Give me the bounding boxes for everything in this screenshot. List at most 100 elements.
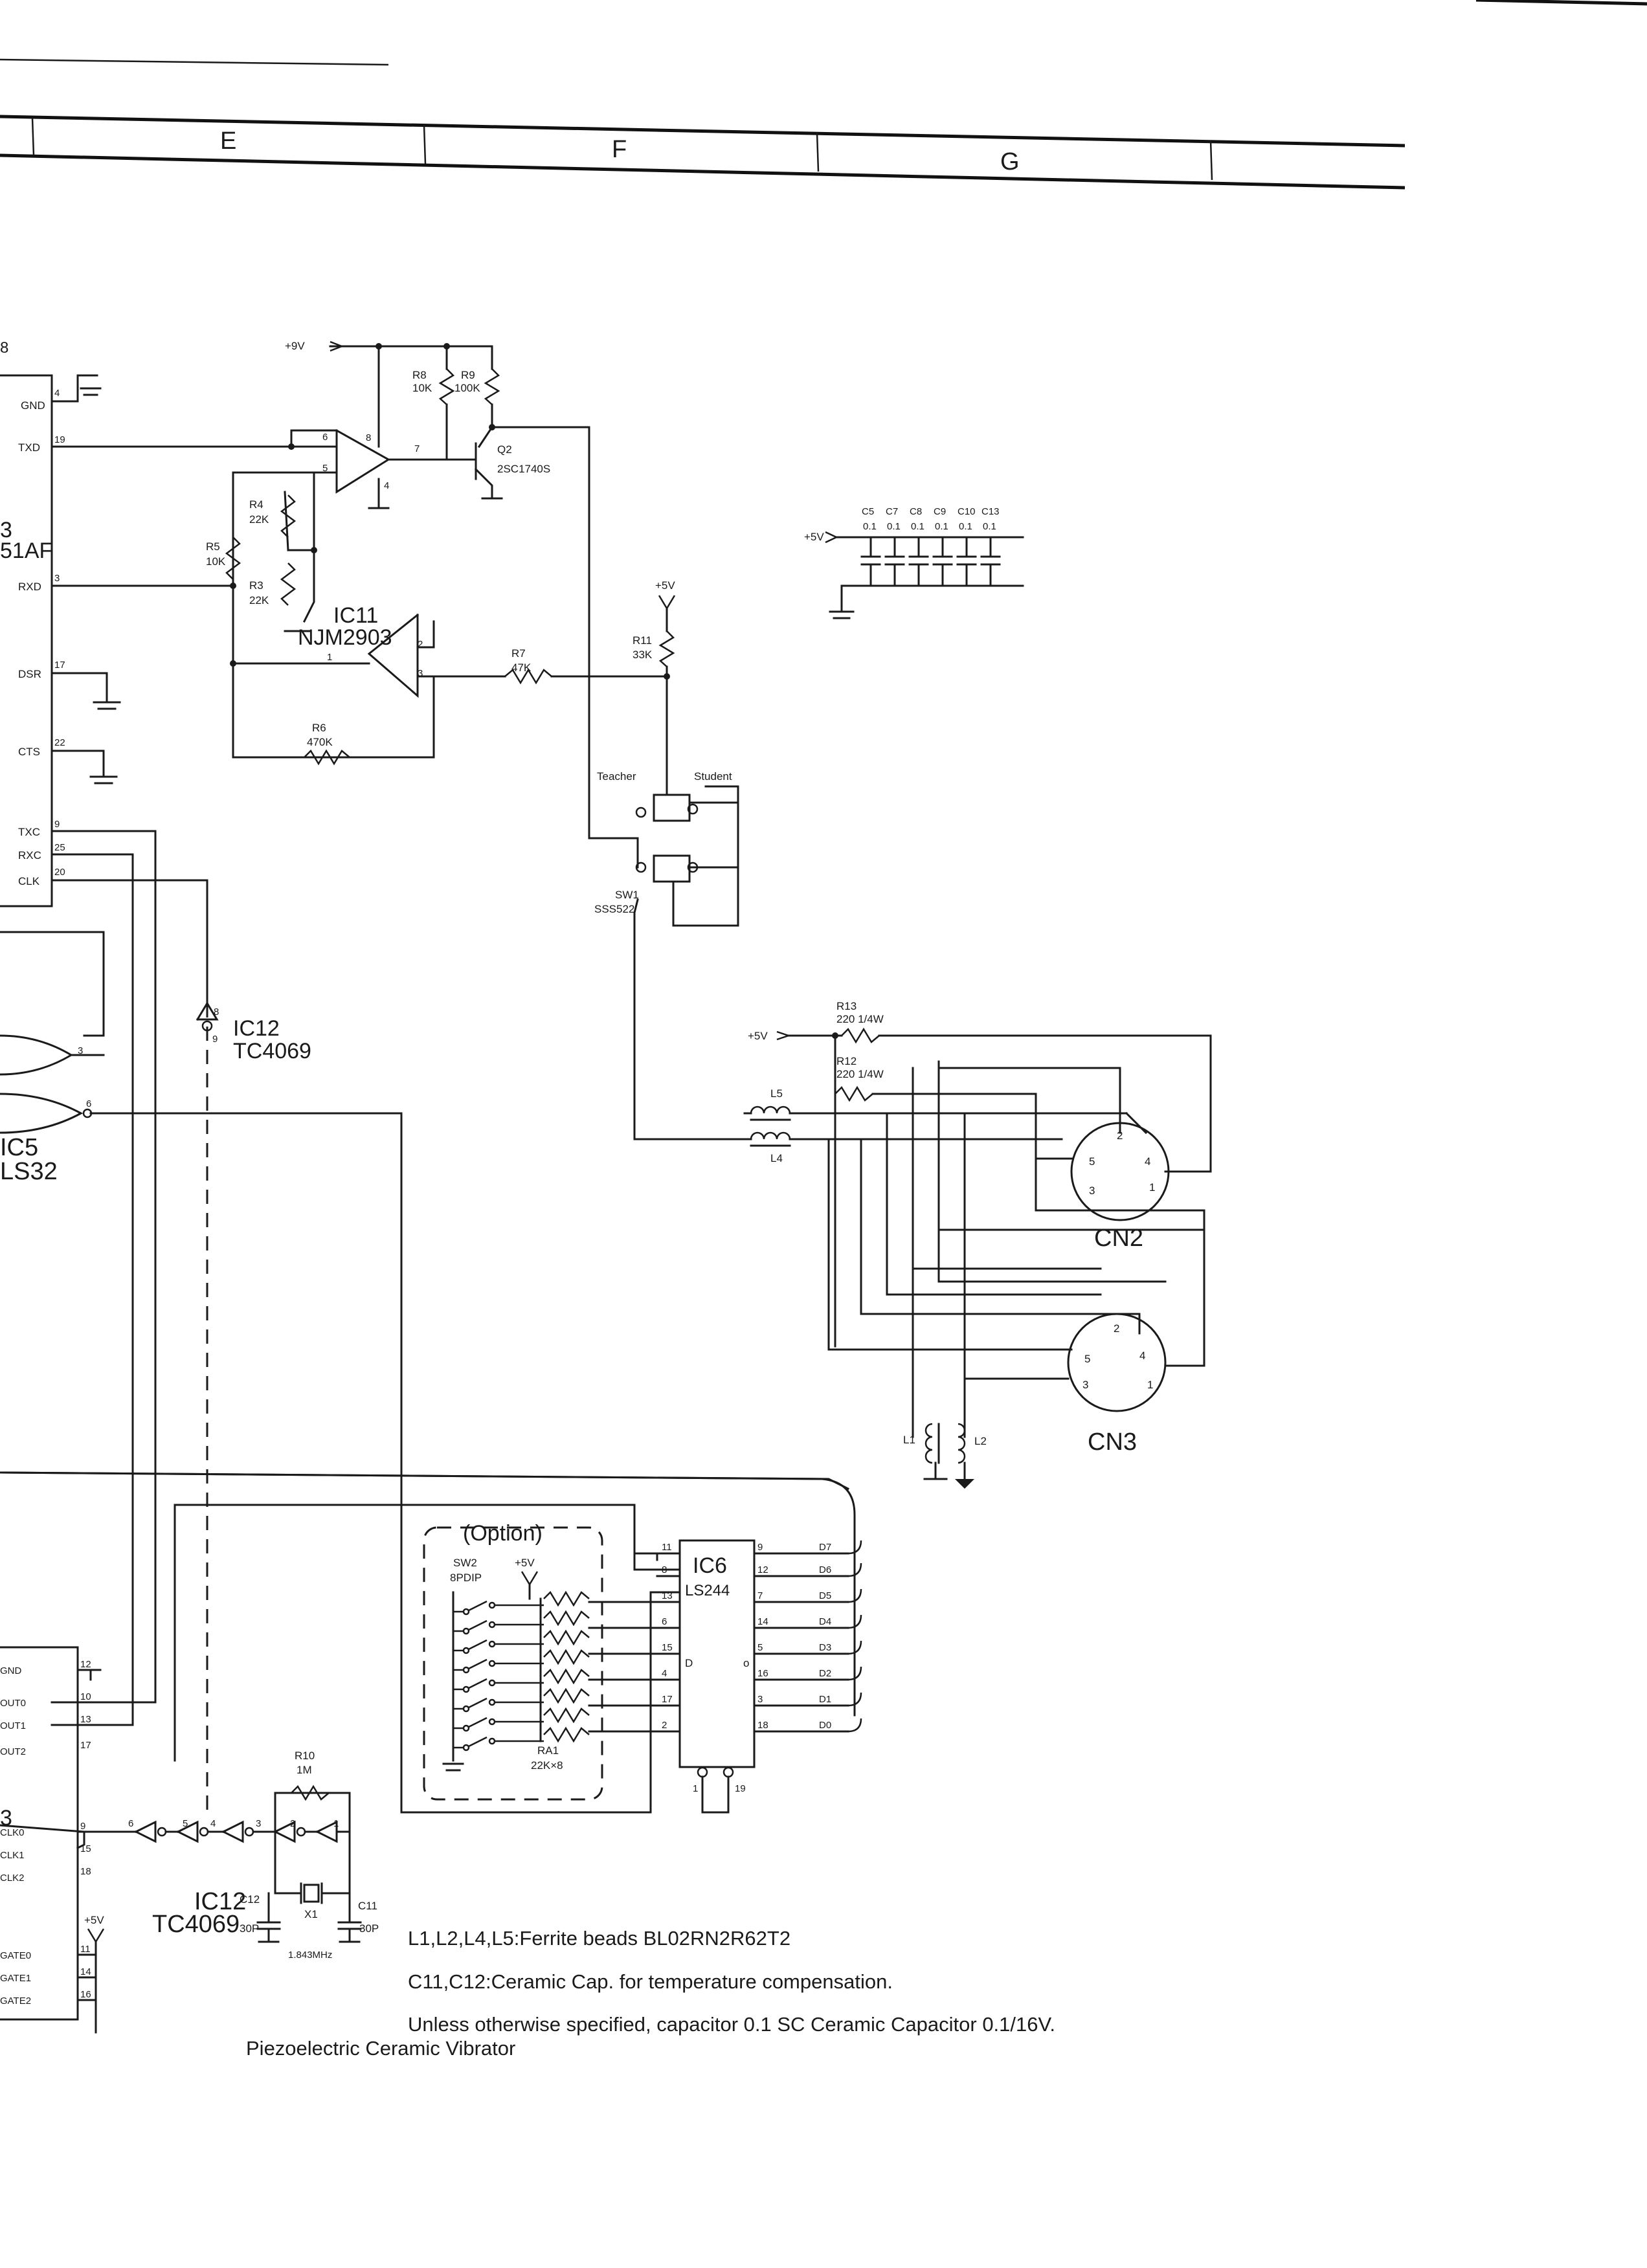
note-ferrite: L1,L2,L4,L5:Ferrite beads BL02RN2R62T2 xyxy=(408,1927,790,1950)
svg-text:5: 5 xyxy=(183,1818,188,1829)
svg-text:16: 16 xyxy=(757,1668,768,1679)
svg-text:4: 4 xyxy=(1139,1350,1145,1362)
svg-text:R3: R3 xyxy=(249,579,263,592)
svg-text:R13: R13 xyxy=(836,1000,857,1012)
svg-text:8: 8 xyxy=(366,432,371,443)
dip-switch-row xyxy=(453,1649,590,1674)
svg-text:D0: D0 xyxy=(819,1720,831,1731)
note-default-capacitor: Unless otherwise specified, capacitor 0.… xyxy=(408,2013,1055,2036)
decoupling-capacitor: C80.1 xyxy=(908,506,929,587)
dip-switch-row xyxy=(453,1707,590,1732)
ic11-opamp: 6 5 8 4 7 IC11 NJM2903 2 3 1 xyxy=(232,348,506,759)
svg-text:2: 2 xyxy=(1117,1129,1123,1142)
svg-text:3: 3 xyxy=(54,573,60,584)
svg-text:OUT0: OUT0 xyxy=(0,1698,26,1709)
svg-text:8: 8 xyxy=(0,339,8,357)
svg-text:14: 14 xyxy=(757,1616,768,1627)
svg-text:Teacher: Teacher xyxy=(597,770,636,783)
svg-text:17: 17 xyxy=(662,1694,673,1705)
svg-text:5: 5 xyxy=(1084,1353,1090,1365)
svg-text:CLK0: CLK0 xyxy=(0,1827,25,1838)
ic12-bottom-name: IC12 xyxy=(194,1888,246,1915)
ic3-part: 51AF xyxy=(0,539,52,563)
svg-text:16: 16 xyxy=(80,1989,91,2000)
svg-text:TXC: TXC xyxy=(18,826,40,838)
svg-text:2SC1740S: 2SC1740S xyxy=(497,463,550,475)
svg-text:17: 17 xyxy=(54,660,65,671)
ic5-part: LS32 xyxy=(0,1158,58,1185)
column-header: E F G xyxy=(0,0,1647,190)
svg-text:GATE1: GATE1 xyxy=(0,1973,31,1984)
note-piezo: Piezoelectric Ceramic Vibrator xyxy=(246,2037,515,2060)
svg-text:GND: GND xyxy=(0,1665,22,1676)
svg-text:9: 9 xyxy=(54,819,60,830)
svg-text:C10: C10 xyxy=(958,506,976,517)
svg-text:10: 10 xyxy=(80,1691,91,1702)
svg-text:18: 18 xyxy=(757,1720,768,1731)
q2-driver: +9V R8 10K R9 100K Q2 2SC1740S xyxy=(285,340,639,839)
svg-text:22: 22 xyxy=(54,737,65,748)
dip-switch-row xyxy=(453,1590,590,1616)
connector-cross-wiring xyxy=(827,1067,1205,1438)
timer-ic: 3 GND12OUT010OUT113OUT217CLK09CLK115CLK2… xyxy=(0,1646,102,2021)
svg-text:0.1: 0.1 xyxy=(863,521,877,532)
svg-text:GATE0: GATE0 xyxy=(0,1950,31,1961)
svg-text:L5: L5 xyxy=(770,1087,783,1100)
sw1-switch[interactable]: Teacher Student SW1 SSS522 xyxy=(594,770,746,1140)
ferrite-l1-l2: L1 L2 xyxy=(903,1423,987,1489)
svg-text:3: 3 xyxy=(1082,1379,1088,1391)
svg-text:22K×8: 22K×8 xyxy=(531,1759,563,1772)
cn3-connector[interactable]: 5 2 4 3 1 CN3 xyxy=(1067,1313,1167,1456)
svg-text:C13: C13 xyxy=(981,506,1000,517)
svg-text:6: 6 xyxy=(662,1616,667,1627)
svg-text:6: 6 xyxy=(128,1818,133,1829)
svg-text:+5V: +5V xyxy=(804,531,824,543)
option-label: (Option) xyxy=(463,1521,543,1546)
svg-text:12: 12 xyxy=(80,1659,91,1670)
svg-text:RXD: RXD xyxy=(18,581,41,593)
svg-text:D2: D2 xyxy=(819,1668,831,1679)
svg-text:L4: L4 xyxy=(770,1152,783,1164)
svg-text:2: 2 xyxy=(662,1720,667,1731)
ic5-or-gates: 3 6 IC5 LS32 xyxy=(0,1034,403,1814)
decoupling-capacitor: C50.1 xyxy=(860,506,881,587)
svg-text:Student: Student xyxy=(694,770,732,783)
svg-text:0.1: 0.1 xyxy=(983,521,996,532)
ic12-bottom-part: TC4069 xyxy=(152,1911,240,1938)
svg-text:GND: GND xyxy=(21,399,45,412)
svg-text:8: 8 xyxy=(662,1564,667,1575)
svg-text:6: 6 xyxy=(322,432,328,443)
svg-text:C9: C9 xyxy=(934,506,946,517)
svg-text:+9V: +9V xyxy=(285,340,305,352)
clock-bus xyxy=(0,830,208,1819)
svg-text:0.1: 0.1 xyxy=(911,521,924,532)
ic6-part: LS244 xyxy=(685,1582,730,1599)
svg-text:R6: R6 xyxy=(312,722,326,734)
svg-text:19: 19 xyxy=(54,434,65,445)
svg-text:30P: 30P xyxy=(240,1922,259,1935)
svg-text:SW1: SW1 xyxy=(615,889,639,901)
svg-text:18: 18 xyxy=(80,1866,91,1877)
gate-pullup: +5V xyxy=(76,1914,104,2034)
svg-text:11: 11 xyxy=(662,1542,672,1553)
svg-text:0.1: 0.1 xyxy=(887,521,901,532)
svg-text:7: 7 xyxy=(757,1590,763,1601)
ic3-uart: 8 3 51AF GND 4 TXD 19 RXD 3 DSR 17 CTS 2… xyxy=(0,339,280,907)
cn2-connector[interactable]: 5 2 4 3 1 CN2 xyxy=(937,1060,1170,1252)
svg-text:2: 2 xyxy=(1114,1322,1119,1335)
svg-text:1.843MHz: 1.843MHz xyxy=(288,1950,332,1961)
svg-text:19: 19 xyxy=(735,1783,746,1794)
ic6-name: IC6 xyxy=(693,1553,727,1578)
